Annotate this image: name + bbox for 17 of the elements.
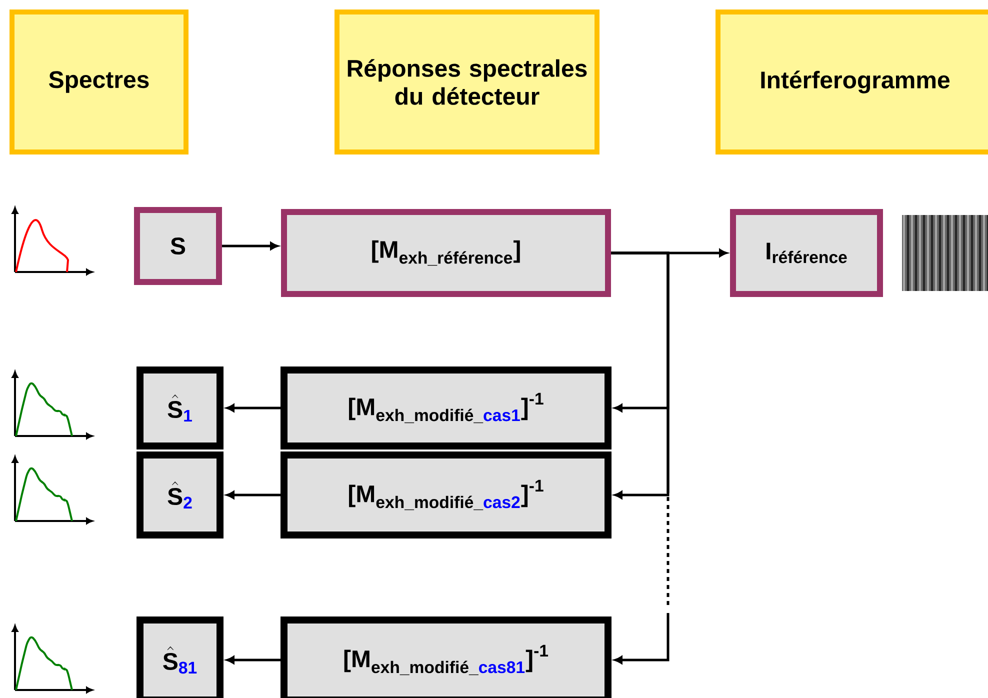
process-box: $\text{[M}_{\text{exh\_modifié\_}\textcolor{blue}{\text{cas1}}}\text{]}^{\text{-1}}$ — [280, 366, 612, 450]
header-box: Spectres — [10, 10, 188, 154]
arrow — [226, 491, 280, 499]
process-box: $\hat{\text{S}}_{\textcolor{blue}{\text{1}}}$ — [136, 366, 224, 450]
process-box: $\text{[M}_{\text{exh\_modifié\_}\textcolor{blue}{\text{cas2}}}\text{]}^{\text{-1}}$ — [280, 452, 612, 538]
process-box: $\text{[M}_{\text{exh\_modifié\_}\textcolor{blue}{\text{cas81}}}\text{]}^{\text{-1}}$ — [280, 616, 612, 698]
arrow — [226, 656, 280, 664]
header-box: Intérferogramme — [716, 10, 988, 154]
arrow — [222, 242, 278, 250]
process-box: $\hat{\text{S}}_{\textcolor{blue}{\text{81}}}$ — [136, 616, 224, 698]
process-box: S — [134, 207, 222, 285]
process-box: $\text{I}_{\text{référence}}$ — [730, 209, 883, 297]
process-box: $\hat{\text{S}}_{\textcolor{blue}{\text{2}}}$ — [136, 452, 224, 538]
process-box: $\text{[M}_{\text{exh\_référence}}\text{]}$ — [281, 209, 611, 297]
header-box: Réponses spectrales du détecteur — [334, 10, 600, 154]
arrow — [611, 252, 670, 664]
arrow — [226, 404, 280, 412]
